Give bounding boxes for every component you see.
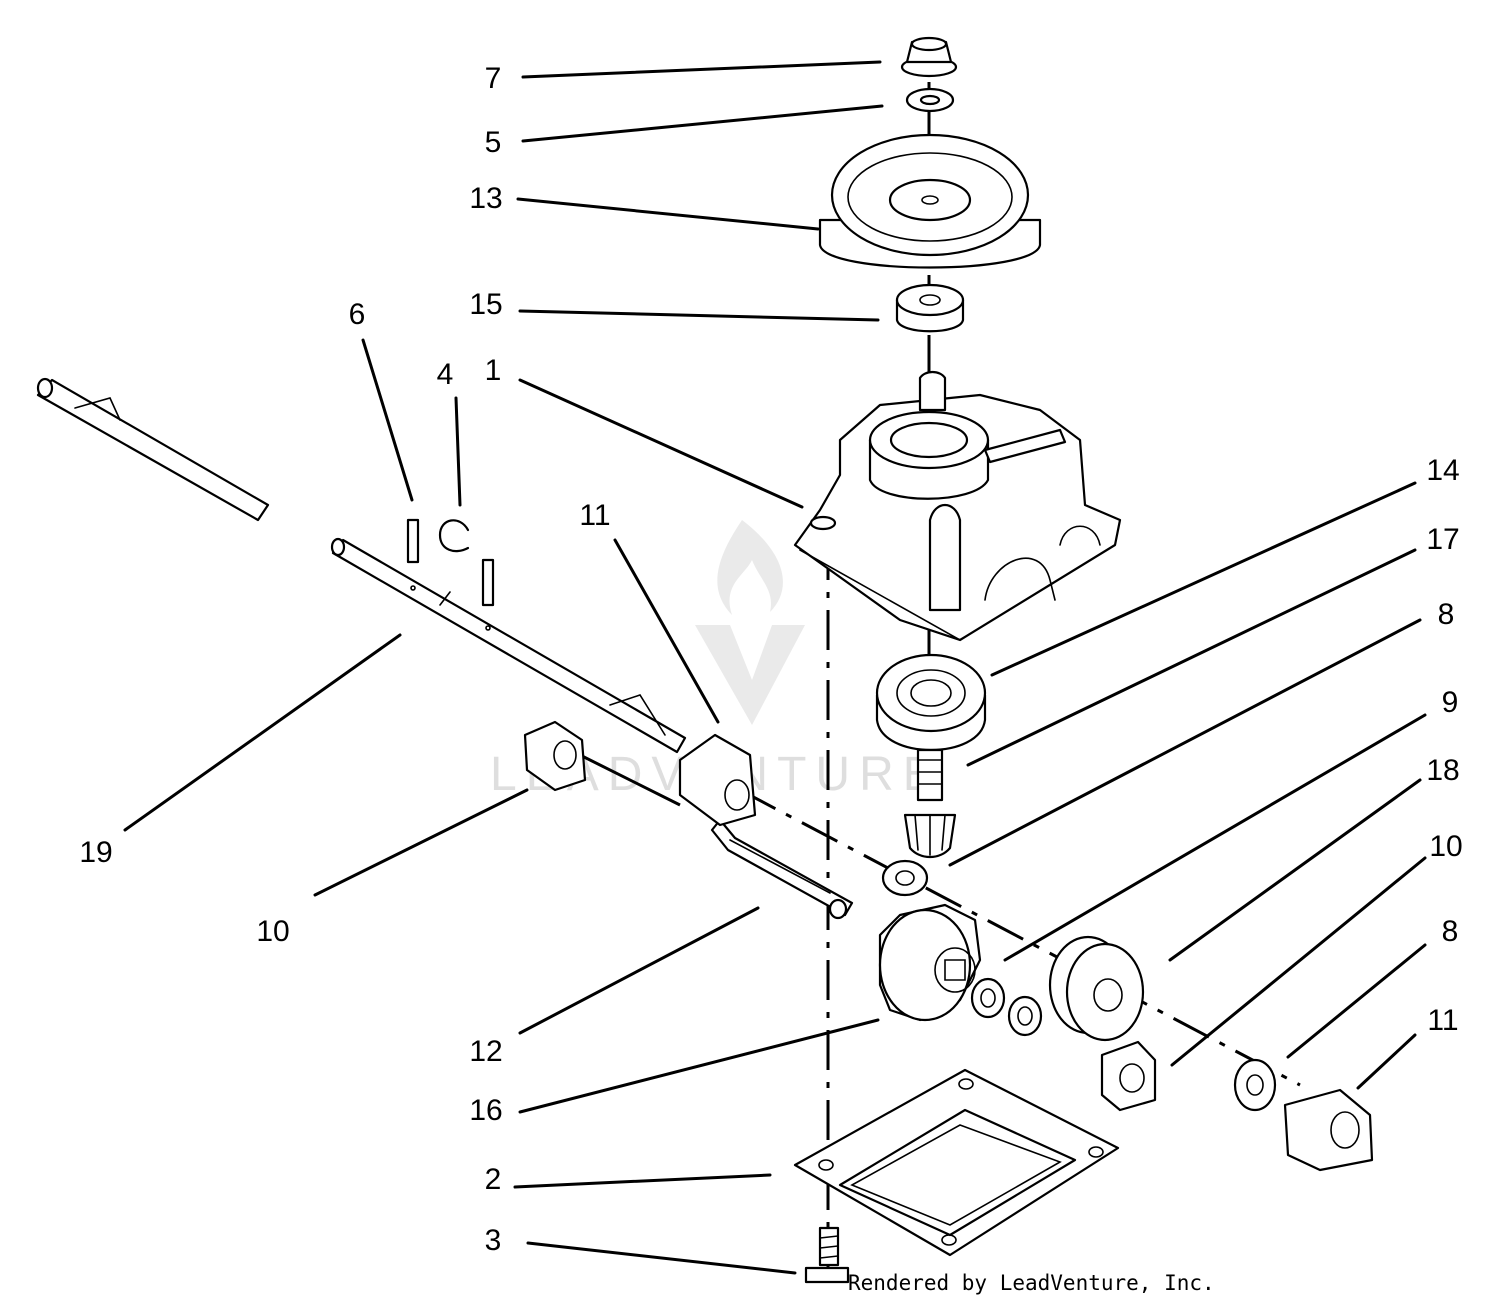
watermark-flame-icon xyxy=(717,520,783,615)
callout-7: 7 xyxy=(485,62,502,95)
callout-10-left: 10 xyxy=(256,915,289,948)
roll-pin-part xyxy=(406,518,495,631)
callout-1: 1 xyxy=(485,354,502,387)
callout-18: 18 xyxy=(1426,754,1459,787)
spare-shaft-part xyxy=(36,377,270,522)
bearing-part xyxy=(875,653,987,752)
callout-17: 17 xyxy=(1426,523,1459,556)
callout-10-right: 10 xyxy=(1429,830,1462,863)
watermark-v-icon xyxy=(695,625,805,725)
callout-4: 4 xyxy=(437,358,454,391)
callout-19: 19 xyxy=(79,836,112,869)
cover-plate-part xyxy=(793,1068,1120,1257)
short-shaft-part xyxy=(710,818,854,920)
callout-9: 9 xyxy=(1442,686,1459,719)
callout-6: 6 xyxy=(349,298,366,331)
callout-8-upper: 8 xyxy=(1438,598,1455,631)
washer-right-part xyxy=(1233,1058,1277,1112)
gear-housing-part xyxy=(793,370,1122,642)
callout-13: 13 xyxy=(469,182,502,215)
callout-12: 12 xyxy=(469,1035,502,1068)
callout-14: 14 xyxy=(1426,454,1459,487)
callout-2: 2 xyxy=(485,1163,502,1196)
bushing-right-part xyxy=(1100,1040,1157,1112)
bushing-left-part xyxy=(523,720,587,792)
pulley-part xyxy=(818,133,1042,269)
axle-shaft-part xyxy=(330,537,687,754)
spacer-part xyxy=(895,283,965,333)
flange-nut-part xyxy=(900,36,958,78)
callout-5: 5 xyxy=(485,126,502,159)
spacer-washer-part xyxy=(970,977,1043,1037)
render-credit: Rendered by LeadVenture, Inc. xyxy=(848,1271,1215,1295)
callout-8-lower: 8 xyxy=(1442,915,1459,948)
callout-11-lower: 11 xyxy=(1427,1004,1458,1037)
bolt-part xyxy=(804,1226,850,1284)
bevel-gear-part xyxy=(878,903,982,1022)
callout-11-upper: 11 xyxy=(579,499,610,532)
thrust-washer-part xyxy=(881,859,929,897)
e-clip-part xyxy=(438,519,470,553)
callout-3: 3 xyxy=(485,1224,502,1257)
pinion-gear-part xyxy=(903,748,957,859)
washer-part xyxy=(905,87,955,113)
callout-15: 15 xyxy=(469,288,502,321)
bushing-mid-part xyxy=(678,733,757,827)
callout-leaders xyxy=(123,60,1427,1275)
spur-gear-part xyxy=(1048,935,1145,1042)
callout-numbers: 7 5 13 15 6 4 1 14 11 17 8 9 18 19 10 10… xyxy=(79,62,1462,1257)
bushing-far-right-part xyxy=(1283,1088,1374,1172)
callout-16: 16 xyxy=(469,1094,502,1127)
